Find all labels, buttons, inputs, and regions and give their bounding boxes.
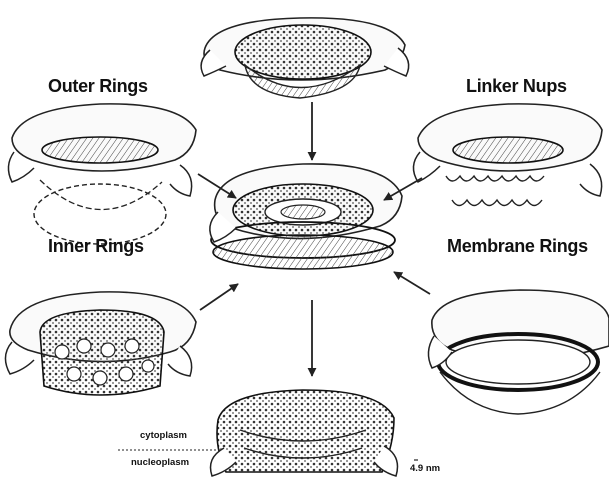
linker-nups-label: Linker Nups <box>466 76 567 97</box>
arrow-membrane-rings-to-center <box>394 272 430 294</box>
outer-rings-label: Outer Rings <box>48 76 148 97</box>
bottom-center-pore-cross-section <box>211 390 398 476</box>
top-center-pore-illustration <box>201 18 409 98</box>
inner-rings-illustration <box>5 292 196 395</box>
membrane-rings-label: Membrane Rings <box>447 236 588 257</box>
cytoplasm-label: cytoplasm <box>140 430 187 441</box>
scale-label: 4.9 nm <box>410 463 440 474</box>
nucleoplasm-label: nucleoplasm <box>131 457 189 468</box>
arrow-inner-rings-to-center <box>200 284 238 310</box>
center-assembled-pore-illustration <box>210 164 402 269</box>
membrane-rings-illustration <box>428 290 609 414</box>
inner-rings-label: Inner Rings <box>48 236 144 257</box>
linker-nups-illustration <box>413 104 602 206</box>
outer-rings-illustration <box>8 104 196 244</box>
